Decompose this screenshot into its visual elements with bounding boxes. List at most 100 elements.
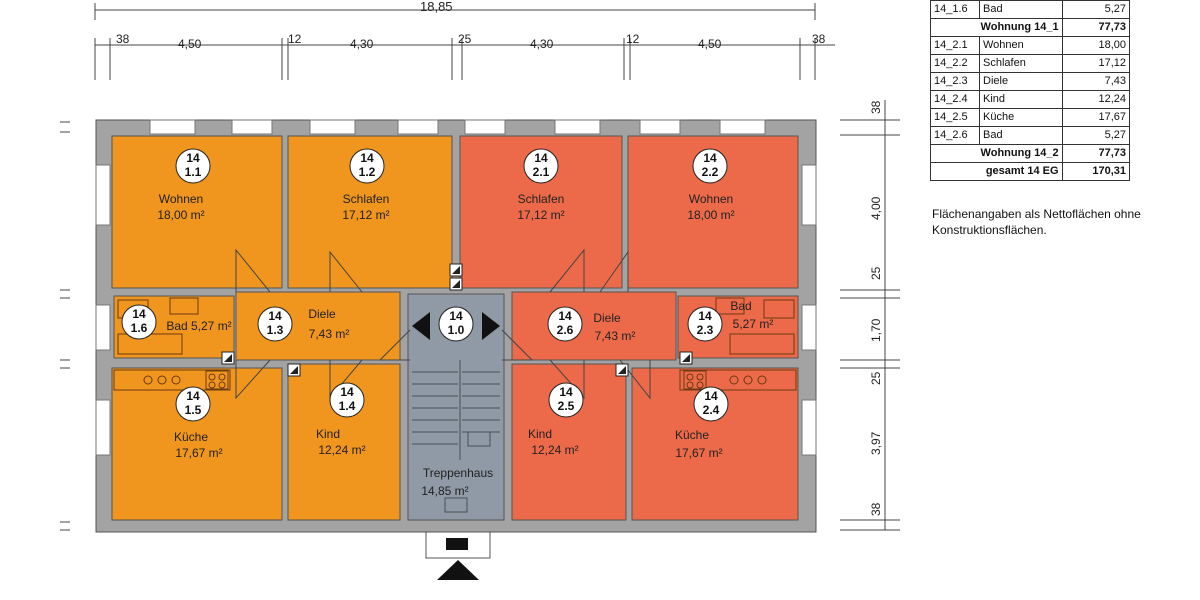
room-name: Wohnen (689, 192, 733, 206)
cell-value: 77,73 (1061, 18, 1131, 37)
cell-id: 14_2.5 (930, 108, 980, 127)
room-code-1-4: 141.4 (329, 382, 365, 418)
code-top: 14 (698, 309, 712, 323)
room-name: Diele (308, 307, 336, 321)
room-area: 7,43 m² (595, 329, 636, 343)
cell-id: 14_2.6 (930, 126, 980, 145)
room-kueche-2 (631, 367, 799, 521)
code-top: 14 (268, 309, 282, 323)
cell-name: gesamt 14 EG (930, 162, 1063, 181)
dim-right-2: 4,00 (869, 196, 883, 220)
cell-value: 17,12 (1061, 54, 1131, 73)
room-code-1-2: 141.2 (349, 148, 385, 184)
dim-top-2: 4,50 (178, 37, 202, 51)
cell-name: Diele (979, 72, 1063, 91)
cell-name: Küche (979, 108, 1063, 127)
cell-name: Wohnung 14_2 (930, 144, 1063, 163)
code-top: 14 (186, 389, 200, 403)
cell-name: Wohnung 14_1 (930, 18, 1063, 37)
cell-value: 77,73 (1061, 144, 1131, 163)
room-code-2-2: 142.2 (692, 148, 728, 184)
code-top: 14 (703, 151, 717, 165)
door-swings (235, 248, 651, 400)
room-area: 18,00 m² (157, 208, 204, 222)
room-labels: Wohnen 18,00 m² Schlafen 17,12 m² Schlaf… (157, 192, 773, 498)
apartment-entrance-arrows (412, 312, 500, 340)
room-area: 17,67 m² (675, 446, 722, 460)
area-note: Flächenangaben als Nettoflächen ohne Kon… (932, 207, 1141, 237)
dim-right-7: 38 (869, 502, 883, 516)
dim-right-5: 25 (869, 371, 883, 385)
room-name: Bad 5,27 m² (166, 319, 231, 333)
code-top: 14 (360, 151, 374, 165)
cell-id: 14_2.1 (930, 36, 980, 55)
dim-right-3: 25 (869, 266, 883, 280)
cell-id: 14_2.2 (930, 54, 980, 73)
cell-name: Bad (979, 0, 1063, 19)
dim-top-6: 4,30 (530, 37, 554, 51)
room-area: 17,67 m² (175, 446, 222, 460)
left-tick-marks (60, 121, 70, 531)
room-name: Treppenhaus (423, 466, 493, 480)
building-entrance (425, 531, 491, 580)
code-top: 14 (558, 309, 572, 323)
room-area: 17,12 m² (517, 208, 564, 222)
cell-name: Wohnen (979, 36, 1063, 55)
cell-id: 14_1.6 (930, 0, 980, 19)
room-name: Küche (675, 428, 709, 442)
code-bottom: 2.5 (558, 399, 575, 413)
room-name: Kind (528, 427, 552, 441)
shaft-markers (221, 263, 693, 377)
dim-top-4: 4,30 (350, 37, 374, 51)
cell-name: Kind (979, 90, 1063, 109)
cell-value: 17,67 (1061, 108, 1131, 127)
cell-value: 5,27 (1061, 126, 1131, 145)
dim-top-8: 4,50 (698, 37, 722, 51)
code-bottom: 2.2 (702, 165, 719, 179)
code-bottom: 1.4 (339, 399, 356, 413)
top-dimension-lines (94, 3, 835, 80)
room-area: 5,27 m² (733, 317, 774, 331)
room-area: 14,85 m² (421, 484, 468, 498)
code-bottom: 1.5 (185, 403, 202, 417)
cell-value: 7,43 (1061, 72, 1131, 91)
room-area: 7,43 m² (309, 327, 350, 341)
right-dimension-lines (840, 100, 900, 531)
cell-id: 14_2.3 (930, 72, 980, 91)
room-name: Kind (316, 427, 340, 441)
room-code-2-3: 142.3 (687, 306, 723, 342)
code-bottom: 1.0 (448, 323, 465, 337)
code-top: 14 (186, 151, 200, 165)
room-name: Küche (174, 430, 208, 444)
dim-top-5: 25 (458, 32, 472, 46)
room-code-2-5: 142.5 (548, 382, 584, 418)
floor-plan: 18,85 38 4,50 12 4,30 25 4,30 12 4,50 38… (60, 0, 900, 580)
code-top: 14 (534, 151, 548, 165)
room-area: 18,00 m² (687, 208, 734, 222)
total-width-label: 18,85 (420, 0, 453, 14)
code-bottom: 1.6 (131, 321, 148, 335)
code-bottom: 2.3 (697, 323, 714, 337)
code-top: 14 (704, 389, 718, 403)
cell-value: 12,24 (1061, 90, 1131, 109)
room-code-2-1: 142.1 (523, 148, 559, 184)
room-code-1-5: 141.5 (175, 386, 211, 422)
cell-value: 18,00 (1061, 36, 1131, 55)
dim-top-3: 12 (288, 32, 302, 46)
code-bottom: 1.1 (185, 165, 202, 179)
cell-name: Schlafen (979, 54, 1063, 73)
dim-top-1: 38 (116, 32, 130, 46)
code-top: 14 (132, 307, 146, 321)
code-bottom: 1.2 (359, 165, 376, 179)
dim-right-4: 1,70 (869, 318, 883, 342)
